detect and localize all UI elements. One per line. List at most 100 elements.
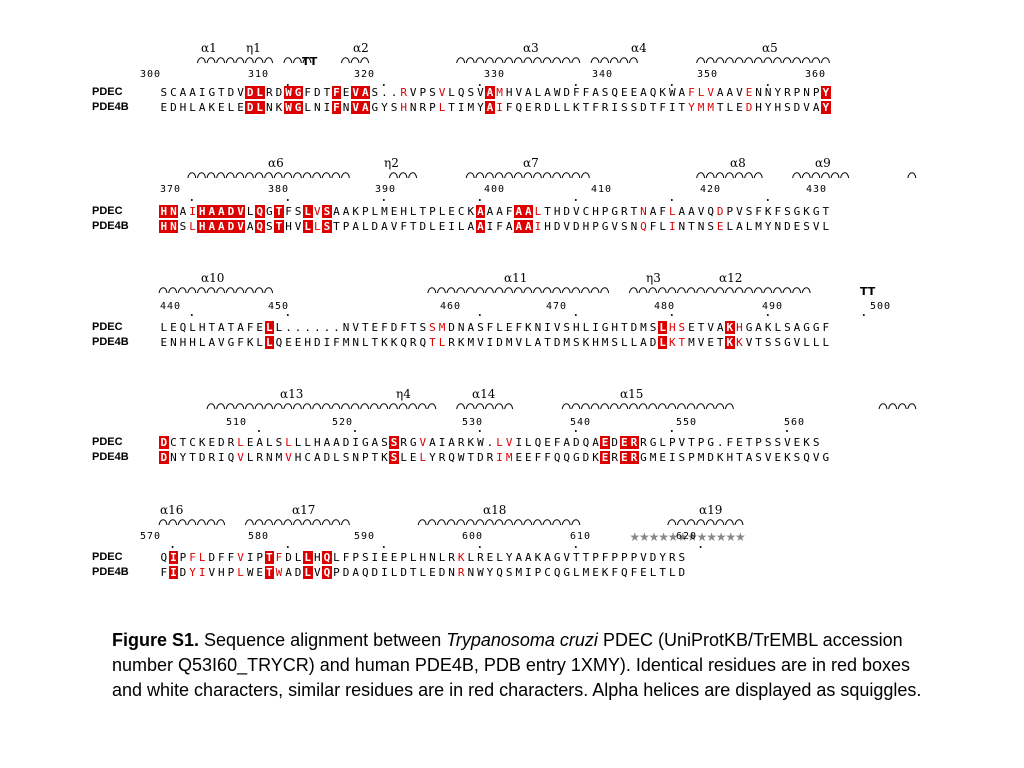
residue: K <box>668 336 676 349</box>
residue: T <box>227 321 235 334</box>
figure-label: Figure S1. <box>112 630 200 650</box>
residue: W <box>553 86 561 99</box>
helix-squiggle <box>456 57 581 64</box>
residue: F <box>331 86 342 99</box>
residue: G <box>553 551 561 564</box>
residue: G <box>563 566 571 579</box>
residue: E <box>515 451 523 464</box>
residue: V <box>285 451 292 464</box>
residue: T <box>582 551 590 564</box>
residue: S <box>160 86 168 99</box>
residue: A <box>525 86 532 99</box>
residue: L <box>189 220 196 233</box>
residue: D <box>563 86 571 99</box>
residue: W <box>477 436 484 449</box>
helix-squiggle <box>792 172 850 179</box>
sequence-name: PDE4B <box>92 101 129 113</box>
residue: H <box>573 321 580 334</box>
residue: F <box>515 321 523 334</box>
residue: V <box>237 86 244 99</box>
residue: V <box>515 336 523 349</box>
residue: I <box>515 436 523 449</box>
residue: N <box>352 451 359 464</box>
tick-dot <box>699 546 702 548</box>
residue: E <box>736 436 743 449</box>
residue: K <box>725 321 735 334</box>
residue: G <box>361 436 369 449</box>
residue: M <box>582 566 590 579</box>
residue: L <box>333 451 340 464</box>
helix-label: η4 <box>396 387 411 401</box>
residue: P <box>361 451 369 464</box>
star-mark: ★ <box>725 530 736 544</box>
residue: E <box>429 566 436 579</box>
residue: T <box>678 336 686 349</box>
residue: Y <box>764 220 772 233</box>
residue: V <box>736 205 743 218</box>
residue: K <box>381 336 388 349</box>
residue: V <box>707 321 714 334</box>
residue: W <box>275 566 283 579</box>
residue: L <box>256 336 264 349</box>
residue: K <box>764 321 772 334</box>
residue: T <box>361 321 369 334</box>
residue: V <box>419 436 427 449</box>
secondary-structure-track <box>187 172 917 201</box>
helix-squiggle <box>456 403 514 410</box>
residue: A <box>333 205 340 218</box>
residue: S <box>755 451 762 464</box>
star-mark: ★ <box>706 530 717 544</box>
residue-number: 590 <box>354 531 376 542</box>
residue: S <box>707 220 714 233</box>
residue: Q <box>322 566 332 579</box>
residue: A <box>206 220 217 233</box>
sequence-name: PDE4B <box>92 220 129 232</box>
residue: P <box>534 566 542 579</box>
residue: S <box>429 86 436 99</box>
residue: E <box>208 436 216 449</box>
residue: F <box>505 205 513 218</box>
helix-label: α4 <box>631 41 647 55</box>
residue: T <box>409 220 417 233</box>
residue: N <box>764 86 772 99</box>
residue: T <box>630 205 638 218</box>
alignment-block-5: ★★★★★★★★★★★★ α16 α17 α18 α19 570 580 590… <box>0 500 1024 610</box>
residue: H <box>313 551 321 564</box>
residue: P <box>429 101 436 114</box>
helix-label: α9 <box>815 156 831 170</box>
residue-number: 600 <box>462 531 484 542</box>
residue: S <box>774 336 782 349</box>
residue: F <box>592 101 599 114</box>
helix-squiggle <box>561 403 734 410</box>
residue: Q <box>419 336 427 349</box>
residue: N <box>342 101 350 114</box>
residue: D <box>649 551 657 564</box>
residue: K <box>381 451 388 464</box>
residue: L <box>294 551 302 564</box>
residue: H <box>726 451 734 464</box>
residue: D <box>275 86 283 99</box>
residue: H <box>553 205 561 218</box>
residue: A <box>515 551 523 564</box>
star-mark: ★ <box>677 530 688 544</box>
residue: A <box>523 205 534 218</box>
residue: S <box>505 566 513 579</box>
residue: P <box>400 551 407 564</box>
residue: D <box>371 220 379 233</box>
residue: N <box>342 321 350 334</box>
residue: T <box>620 321 628 334</box>
residue: K <box>582 336 590 349</box>
residue: D <box>371 566 379 579</box>
residue: I <box>218 451 225 464</box>
residue-number: 350 <box>697 69 719 80</box>
residue: A <box>342 205 350 218</box>
residue: Q <box>322 551 332 564</box>
residue: Y <box>820 86 831 99</box>
residue: C <box>189 436 196 449</box>
residue: W <box>668 86 676 99</box>
residue: T <box>409 321 417 334</box>
residue: Q <box>582 436 590 449</box>
residue: I <box>486 336 494 349</box>
residue: R <box>611 451 619 464</box>
